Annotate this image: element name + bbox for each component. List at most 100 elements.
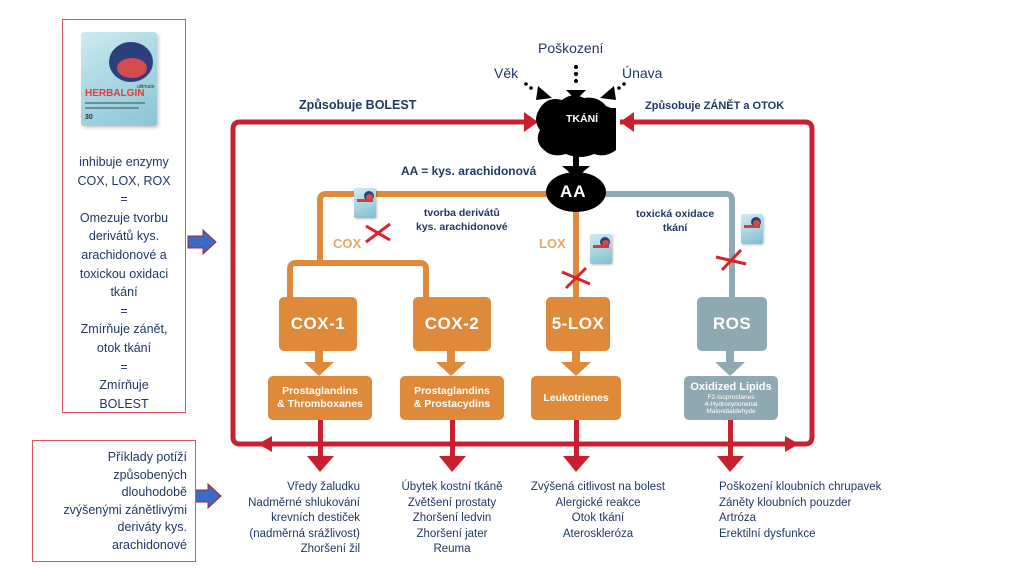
desc-line: inhibuje enzymy [79,155,169,169]
effect-item: Zhoršení jater [416,527,488,540]
factor-age: Věk [494,65,519,81]
effect-item: Erektilní dysfunkce [719,527,816,540]
examples-panel: Příklady potíží způsobených dlouhodobě z… [32,440,196,562]
desc-line: toxickou oxidaci [79,266,169,281]
product-line: & Prostacydins [413,398,491,410]
product-node-cox1: Prostaglandins & Thromboxanes [268,376,372,420]
ros-branch [604,191,735,297]
product-line: Prostaglandins [414,385,490,397]
inhibition-marks [365,222,747,290]
examples-line: dlouhodobě [121,485,187,499]
desc-line: tkání [110,285,138,300]
effects-ros: Poškození kloubních chrupavek Záněty klo… [719,480,881,542]
effect-item: Zvětšení prostaty [407,496,497,509]
product-subtitle: ultimate [137,84,155,90]
product-line: Oxidized Lipids [690,381,772,393]
oxidation-line: tkání [662,222,688,234]
tissue-label: TKÁNÍ [566,113,599,125]
derivatives-label: tvorba derivátů kys. arachidonové [416,206,508,234]
factor-fatigue: Únava [622,65,663,81]
loop-left-path [230,119,815,447]
enzyme-node-cox2: COX-2 [413,297,491,351]
desc-line: otok tkání [96,340,152,355]
effect-item: Ateroskleróza [562,527,634,540]
cox-pathway-label: COX [333,236,362,251]
product-node-cox2: Prostaglandins & Prostacydins [400,376,504,420]
aa-node-label: AA [560,182,587,201]
product-line: Prostaglandins [282,385,358,397]
effect-item: Úbytek kostní tkáně [401,481,503,493]
loop-label-pain: Způsobuje BOLEST [299,98,417,112]
desc-line: = [120,359,128,374]
examples-line: arachidonové [111,537,187,552]
effects-cox2: Úbytek kostní tkáně Zvětšení prostaty Zh… [384,480,520,558]
product-description: inhibuje enzymy COX, LOX, ROX = Omezuje … [63,153,185,413]
desc-line: BOLEST [99,396,149,411]
damage-arrow [566,90,586,100]
loop-arrow-into-tissue-right [620,112,634,132]
product-line: Leukotrienes [543,391,609,404]
cox-branch [317,191,548,263]
aa-node-shape [546,172,606,212]
effect-item: Vředy žaludku [287,481,360,493]
inhibitor-package-icon [590,234,612,264]
fatigue-arrow [600,86,616,100]
blue-arrow-top [187,228,217,256]
enzyme-node-cox1: COX-1 [279,297,357,351]
derivatives-line: kys. arachidonové [416,221,508,233]
oxidation-label: toxická oxidace tkání [636,207,714,235]
effects-5lox: Zvýšená citlivost na bolest Alergické re… [526,480,670,542]
loop-arrow-bottom-left [258,436,272,452]
product-node-ros: Oxidized Lipids F2-Isoprostanes 4-Hydrox… [684,376,778,420]
product-count: 30 [85,114,93,121]
oxidation-line: toxická oxidace [636,208,715,220]
effect-arrows [307,418,744,472]
age-arrow [536,86,552,100]
loop-arrow-into-tissue-left [524,112,538,132]
enzyme-node-5lox: 5-LOX [546,297,610,351]
desc-line: arachidonové a [81,247,167,262]
effects-cox1: Vředy žaludku Nadměrné shlukování krevní… [238,480,360,558]
product-arrows [304,350,745,376]
product-detail-line: Malondialdehyde [706,408,756,415]
effect-item: krevních destiček [271,512,360,524]
examples-line: způsobených [113,467,187,482]
desc-line: derivátů kys. [88,229,160,244]
desc-line: = [120,303,128,318]
desc-line: = [120,192,128,207]
inhibitor-package-icon [741,214,763,244]
blue-arrow-bottom [192,482,222,510]
product-detail-line: F2-Isoprostanes [707,394,755,401]
product-info-panel: HERBALGIN ultimate 30 inhibuje enzymy CO… [62,19,186,413]
desc-line: Zmírňuje [99,378,149,393]
product-name: HERBALGIN [85,88,145,99]
product-line: & Thromboxanes [277,398,363,410]
desc-line: COX, LOX, ROX [77,173,171,188]
effect-item: Reuma [433,543,471,555]
effect-item: Artróza [719,512,757,524]
effect-item: Zhoršení ledvin [412,512,492,524]
effect-item: Alergické reakce [555,496,641,509]
product-node-5lox: Leukotrienes [531,376,621,420]
tissue-blob [536,95,616,157]
loop-label-inflammation: Způsobuje ZÁNĚT a OTOK [645,100,785,112]
effect-item: Zhoršení žil [300,543,360,555]
effect-item: Záněty kloubních pouzder [719,496,852,509]
effect-item: Otok tkání [571,512,625,524]
product-detail-line: 4-Hydroxynonenal [704,401,758,408]
desc-line: Zmírňuje zánět, [80,322,168,337]
examples-line: zvýšenými zánětlivými [63,502,187,517]
product-box-image: HERBALGIN ultimate 30 [81,32,157,126]
effect-item: (nadměrná srážlivost) [249,527,360,540]
examples-text: Příklady potíží způsobených dlouhodobě z… [63,449,187,554]
effect-item: Nadměrné shlukování [248,496,360,509]
loop-arrow-bottom-right [785,436,799,452]
lox-pathway-label: LOX [539,236,566,251]
effect-item: Zvýšená citlivost na bolest [530,481,666,493]
cox-split [287,260,429,297]
examples-line: Příklady potíží [107,450,187,464]
factor-damage: Poškození [538,40,604,56]
aa-definition: AA = kys. arachidonová [401,164,537,178]
examples-line: deriváty kys. [117,520,187,534]
